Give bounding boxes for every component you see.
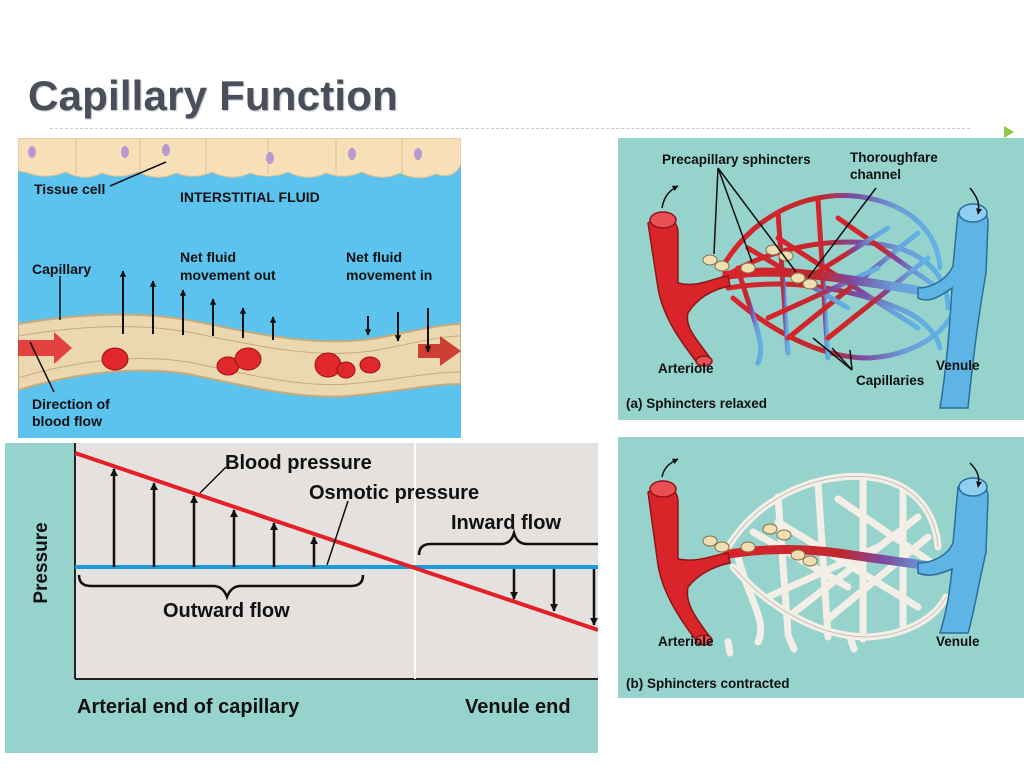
sphincters-relaxed-panel: Precapillary sphincters Thoroughfare cha… bbox=[618, 138, 1024, 420]
tissue-cells bbox=[18, 138, 461, 179]
net-fluid-in-arrows bbox=[364, 308, 432, 353]
venule-label: Venule bbox=[936, 634, 980, 649]
precapillary-label: Precapillary sphincters bbox=[662, 152, 811, 167]
net-out-label-line2: movement out bbox=[180, 267, 276, 283]
osmotic-pressure-label: Osmotic pressure bbox=[309, 482, 479, 504]
red-blood-cells bbox=[101, 347, 381, 379]
net-in-label-line1: Net fluid bbox=[346, 249, 402, 265]
arteriole-label: Arteriole bbox=[658, 634, 714, 649]
blood-pressure-line bbox=[74, 451, 598, 632]
venule bbox=[917, 462, 989, 634]
fluid-movement-diagram: Tissue cell INTERSTITIAL FLUID Net fluid… bbox=[18, 138, 461, 438]
osmotic-pressure-leader bbox=[326, 500, 349, 566]
tissue-cell-label: Tissue cell bbox=[34, 181, 105, 197]
blood-flow-arrow-in bbox=[18, 332, 72, 364]
sphincter-leaders bbox=[713, 167, 797, 273]
blood-pressure-leader bbox=[199, 466, 227, 494]
outward-flow-arrows bbox=[109, 468, 319, 567]
title-divider bbox=[50, 128, 970, 129]
blood-flow-arrow-out bbox=[418, 336, 461, 366]
precapillary-sphincters bbox=[702, 244, 818, 290]
thoroughfare-label-line1: Thoroughfare bbox=[850, 150, 938, 165]
outward-flow-label: Outward flow bbox=[163, 600, 290, 622]
capillary-label: Capillary bbox=[32, 261, 91, 277]
fluid-movement-panel: Tissue cell INTERSTITIAL FLUID Net fluid… bbox=[18, 138, 461, 438]
x-axis-left-label: Arterial end of capillary bbox=[77, 696, 300, 718]
inward-flow-bracket bbox=[417, 528, 598, 556]
thoroughfare-channel-open bbox=[722, 545, 939, 572]
inward-flow-label: Inward flow bbox=[451, 512, 561, 534]
tissue-cell-leader bbox=[109, 161, 167, 187]
x-axis-right-label: Venule end bbox=[465, 696, 571, 718]
capillaries-leaders bbox=[812, 337, 853, 371]
net-fluid-out-arrows bbox=[119, 270, 277, 340]
blood-pressure-label: Blood pressure bbox=[225, 452, 372, 474]
pressure-panel: Blood pressure Osmotic pressure Inward f… bbox=[5, 443, 598, 753]
sphincters-contracted-panel: Arteriole Venule (b) Sphincters contract… bbox=[618, 437, 1024, 698]
inward-flow-arrows bbox=[509, 569, 598, 626]
capillaries-label: Capillaries bbox=[856, 373, 924, 388]
y-axis-label: Pressure bbox=[31, 522, 52, 603]
sphincters-contracted-diagram: Arteriole Venule (b) Sphincters contract… bbox=[618, 437, 1024, 698]
net-out-label-line1: Net fluid bbox=[180, 249, 236, 265]
thoroughfare-channel bbox=[722, 267, 939, 299]
arteriole-label: Arteriole bbox=[658, 361, 714, 376]
sphincters-relaxed-diagram: Precapillary sphincters Thoroughfare cha… bbox=[618, 138, 1024, 420]
direction-leader bbox=[29, 341, 55, 393]
pressure-diagram: Blood pressure Osmotic pressure Inward f… bbox=[5, 443, 598, 753]
relaxed-caption: (a) Sphincters relaxed bbox=[626, 396, 767, 411]
direction-label-line1: Direction of bbox=[32, 396, 110, 412]
thoroughfare-label-line2: channel bbox=[850, 167, 901, 182]
empty-capillary-outline bbox=[727, 475, 947, 638]
arteriole bbox=[647, 458, 731, 646]
capillary-network bbox=[720, 193, 953, 366]
venule-label: Venule bbox=[936, 358, 980, 373]
slide-title: Capillary Function bbox=[28, 72, 398, 119]
direction-label-line2: blood flow bbox=[32, 413, 102, 429]
contracted-sphincters bbox=[702, 523, 818, 567]
empty-capillary-network bbox=[724, 472, 950, 657]
venule bbox=[917, 187, 989, 409]
outward-flow-bracket bbox=[77, 574, 365, 601]
interstitial-fluid-label: INTERSTITIAL FLUID bbox=[180, 189, 320, 205]
contracted-caption: (b) Sphincters contracted bbox=[626, 676, 790, 691]
slide-bullet-arrow-icon bbox=[1004, 126, 1014, 138]
net-in-label-line2: movement in bbox=[346, 267, 432, 283]
thoroughfare-leader bbox=[807, 187, 877, 279]
arteriole bbox=[647, 185, 731, 367]
